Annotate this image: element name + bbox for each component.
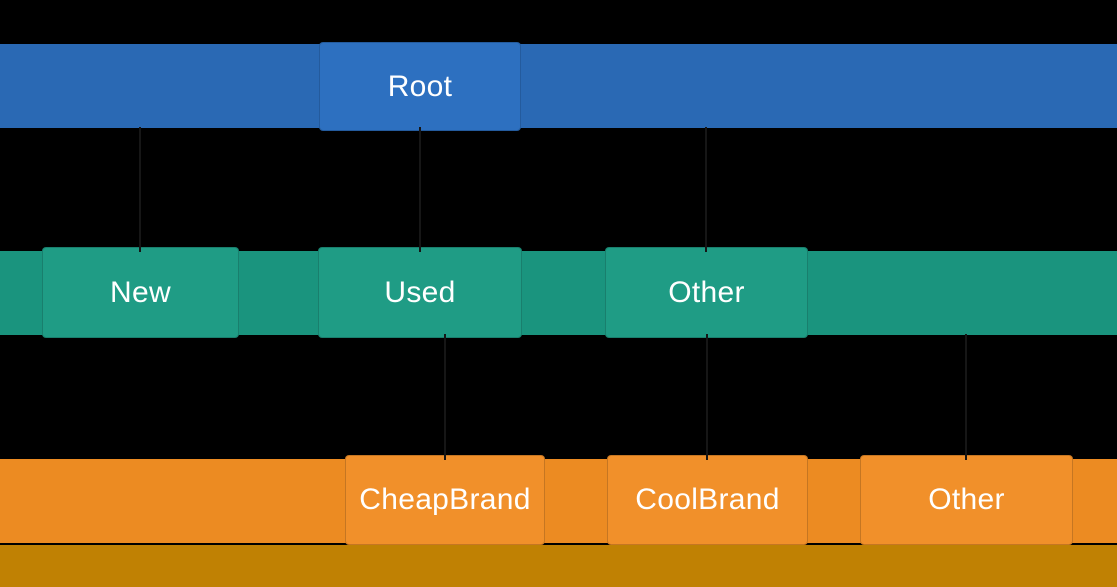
connector-line	[139, 127, 141, 252]
node-level-3-cheapbrand[interactable]: CheapBrand	[345, 455, 545, 545]
connector-line	[419, 127, 421, 252]
node-level-2-other[interactable]: Other	[605, 247, 808, 338]
node-level-2-used[interactable]: Used	[318, 247, 522, 338]
node-label-other: Other	[668, 275, 745, 309]
node-label-new: New	[110, 275, 171, 309]
node-label-coolbrand: CoolBrand	[635, 483, 780, 516]
level-1-band	[0, 44, 1117, 128]
node-level-1-root[interactable]: Root	[319, 42, 521, 131]
connector-line	[706, 334, 708, 460]
node-label-cheapbrand: CheapBrand	[359, 483, 531, 516]
node-label-root: Root	[387, 69, 453, 103]
node-level-3-other[interactable]: Other	[860, 455, 1073, 545]
node-level-3-coolbrand[interactable]: CoolBrand	[607, 455, 808, 545]
node-level-2-new[interactable]: New	[42, 247, 239, 338]
connector-line	[444, 334, 446, 460]
node-label-other: Other	[928, 483, 1005, 516]
level-4-partial-band	[0, 545, 1117, 587]
connector-line	[965, 334, 967, 460]
node-label-used: Used	[384, 275, 456, 309]
connector-line	[705, 127, 707, 252]
